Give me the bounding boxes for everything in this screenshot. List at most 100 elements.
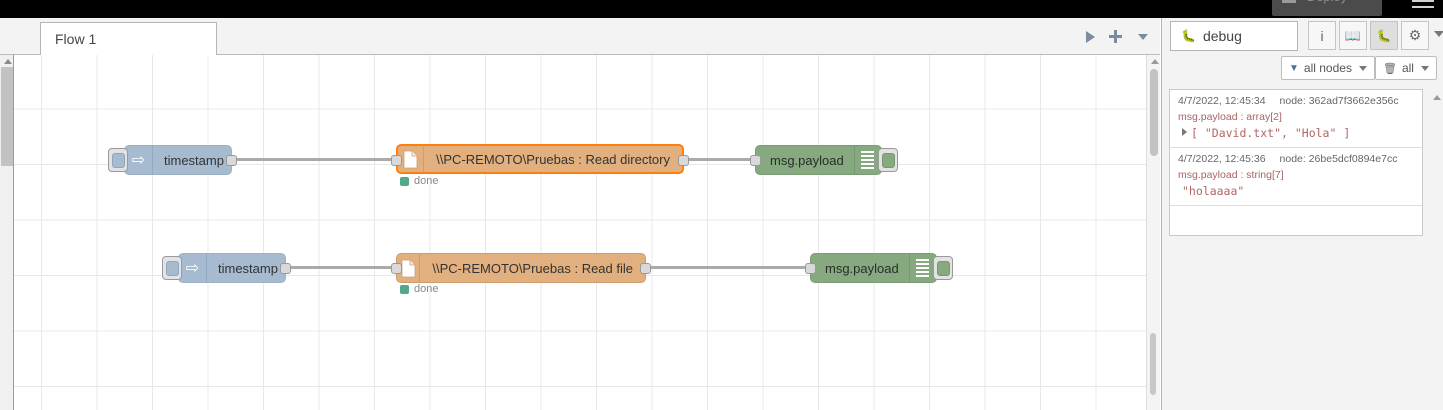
clear-filter-label: all bbox=[1401, 61, 1414, 75]
info-icon: i bbox=[1320, 27, 1324, 44]
debug-toggle-button-1[interactable] bbox=[878, 148, 898, 172]
scroll-up-icon[interactable] bbox=[1433, 95, 1441, 100]
status-label: done bbox=[414, 175, 439, 187]
palette-scrollbar[interactable] bbox=[0, 55, 14, 410]
wire-file-to-debug-2 bbox=[641, 266, 813, 269]
wire-inject-to-file-1 bbox=[231, 158, 398, 161]
debug-message-value-row[interactable]: [ "David.txt", "Hola" ] bbox=[1178, 126, 1414, 140]
info-tab-button[interactable]: i bbox=[1308, 21, 1336, 50]
canvas-scrollbar-thumb-secondary[interactable] bbox=[1150, 333, 1156, 395]
file-icon-svg bbox=[401, 259, 416, 277]
debug-message-topic: msg.payload : array[2] bbox=[1178, 111, 1282, 123]
node-inject-2[interactable]: ⇨ timestamp bbox=[162, 253, 291, 283]
chevron-down-icon bbox=[1420, 65, 1429, 71]
inject-trigger-button-1[interactable] bbox=[108, 148, 128, 172]
node-file-read-directory-status: done bbox=[400, 175, 438, 187]
debug-tab-button[interactable]: 🐛 bbox=[1370, 21, 1398, 50]
deploy-button[interactable]: Deploy bbox=[1272, 0, 1382, 16]
status-dot-icon bbox=[400, 284, 409, 294]
file-icon bbox=[398, 145, 425, 173]
wire-inject-to-file-2 bbox=[285, 266, 403, 269]
hamburger-menu-icon[interactable] bbox=[1412, 0, 1434, 10]
bug-icon: 🐛 bbox=[1376, 28, 1392, 43]
file-icon bbox=[397, 254, 421, 282]
node-file-read-file-output-port[interactable] bbox=[640, 263, 651, 274]
tab-flow-1[interactable]: Flow 1 bbox=[40, 22, 217, 55]
node-debug-1-input-port[interactable] bbox=[750, 155, 761, 166]
inject-arrow-icon: ⇨ bbox=[125, 146, 153, 174]
canvas-scrollbar-thumb[interactable] bbox=[1150, 69, 1158, 156]
node-filter-button[interactable]: ▼ all nodes bbox=[1281, 56, 1375, 80]
sidebar-tabrow: 🐛 debug i 📖 🐛 ⚙ bbox=[1162, 18, 1443, 54]
debug-message-timestamp: 4/7/2022, 12:45:34 bbox=[1178, 95, 1266, 107]
debug-message-topic: msg.payload : string[7] bbox=[1178, 169, 1284, 181]
help-tab-button[interactable]: 📖 bbox=[1339, 21, 1367, 50]
tab-debug-label: debug bbox=[1202, 28, 1242, 44]
trash-icon: 🗑 bbox=[1383, 62, 1397, 75]
node-file-read-directory-output-port[interactable] bbox=[678, 155, 689, 166]
inject-arrow-icon: ⇨ bbox=[179, 254, 207, 282]
file-icon-svg bbox=[403, 150, 418, 168]
flow-menu-button[interactable] bbox=[1130, 18, 1156, 55]
node-debug-2-label: msg.payload bbox=[825, 260, 899, 276]
inject-trigger-button-2[interactable] bbox=[162, 256, 182, 280]
debug-toggle-button-2[interactable] bbox=[933, 256, 953, 280]
book-icon: 📖 bbox=[1344, 27, 1362, 43]
status-label: done bbox=[414, 283, 439, 295]
status-dot-icon bbox=[400, 176, 409, 186]
app-header: Deploy bbox=[0, 0, 1443, 18]
node-file-read-file-status: done bbox=[400, 283, 438, 295]
debug-message-value: [ "David.txt", "Hola" ] bbox=[1191, 126, 1351, 140]
chevron-down-icon bbox=[1138, 33, 1148, 40]
node-inject-2-output-port[interactable] bbox=[280, 263, 291, 274]
scroll-up-icon[interactable] bbox=[4, 59, 12, 64]
node-file-read-file-input-port[interactable] bbox=[391, 263, 402, 274]
node-filter-label: all nodes bbox=[1303, 61, 1352, 75]
debug-message-value: "holaaaa" bbox=[1182, 184, 1245, 198]
node-inject-2-label: timestamp bbox=[218, 260, 278, 276]
funnel-icon: ▼ bbox=[1289, 62, 1299, 74]
scroll-up-icon[interactable] bbox=[1151, 59, 1159, 64]
deploy-button-shadow bbox=[1282, 0, 1296, 3]
canvas-vertical-scrollbar[interactable] bbox=[1146, 55, 1160, 410]
tab-debug[interactable]: 🐛 debug bbox=[1170, 21, 1298, 51]
node-file-read-file-label: \\PC-REMOTO\Pruebas : Read file bbox=[432, 260, 633, 276]
clear-filter-button[interactable]: 🗑 all bbox=[1375, 56, 1437, 80]
node-debug-2-input-port[interactable] bbox=[805, 263, 816, 274]
debug-message-timestamp: 4/7/2022, 12:45:36 bbox=[1178, 153, 1266, 165]
debug-filter-row: ▼ all nodes 🗑 all bbox=[1162, 56, 1443, 84]
palette-scrollbar-thumb[interactable] bbox=[1, 67, 13, 166]
node-inject-1-label: timestamp bbox=[164, 152, 224, 168]
expand-triangle-icon[interactable] bbox=[1182, 128, 1187, 136]
debug-message-list[interactable]: 4/7/2022, 12:45:34 node: 362ad7f3662e356… bbox=[1169, 89, 1423, 236]
play-triangle-icon bbox=[1085, 30, 1095, 43]
bug-icon: 🐛 bbox=[1181, 29, 1196, 43]
gear-icon: ⚙ bbox=[1408, 27, 1422, 43]
workspace-tabbar: Flow 1 bbox=[0, 18, 1160, 55]
flow-canvas[interactable]: ⇨ timestamp \\PC-REMOTO\Pruebas : Read d… bbox=[0, 55, 1160, 410]
inject-trigger-button-inner bbox=[111, 152, 125, 168]
node-file-read-file[interactable]: \\PC-REMOTO\Pruebas : Read file bbox=[391, 253, 651, 283]
debug-message-node-id: node: 362ad7f3662e356c bbox=[1279, 95, 1399, 107]
node-debug-2[interactable]: msg.payload bbox=[805, 253, 953, 283]
debug-toggle-button-inner bbox=[936, 260, 950, 276]
node-file-read-directory[interactable]: \\PC-REMOTO\Pruebas : Read directory bbox=[391, 144, 689, 174]
sidebar-vertical-scrollbar[interactable] bbox=[1429, 89, 1443, 409]
add-flow-button[interactable] bbox=[1102, 18, 1128, 55]
debug-message-row[interactable]: 4/7/2022, 12:45:36 node: 26be5dcf0894e7c… bbox=[1170, 148, 1422, 206]
wire-file-to-debug-1 bbox=[679, 158, 757, 161]
plus-icon bbox=[1108, 30, 1122, 43]
run-flow-button[interactable] bbox=[1077, 18, 1103, 55]
debug-bars-icon bbox=[853, 146, 880, 174]
chevron-down-icon bbox=[1358, 65, 1367, 71]
config-tab-button[interactable]: ⚙ bbox=[1401, 21, 1429, 50]
sidebar-more-chevron-down-icon[interactable] bbox=[1434, 31, 1443, 37]
node-debug-1[interactable]: msg.payload bbox=[750, 145, 898, 175]
debug-toggle-button-inner bbox=[881, 152, 895, 168]
inject-trigger-button-inner bbox=[165, 260, 179, 276]
node-inject-1-output-port[interactable] bbox=[226, 155, 237, 166]
debug-message-row[interactable]: 4/7/2022, 12:45:34 node: 362ad7f3662e356… bbox=[1170, 90, 1422, 148]
node-file-read-directory-input-port[interactable] bbox=[391, 155, 402, 166]
node-inject-1[interactable]: ⇨ timestamp bbox=[108, 145, 237, 175]
debug-message-header: 4/7/2022, 12:45:36 node: 26be5dcf0894e7c… bbox=[1178, 153, 1414, 165]
